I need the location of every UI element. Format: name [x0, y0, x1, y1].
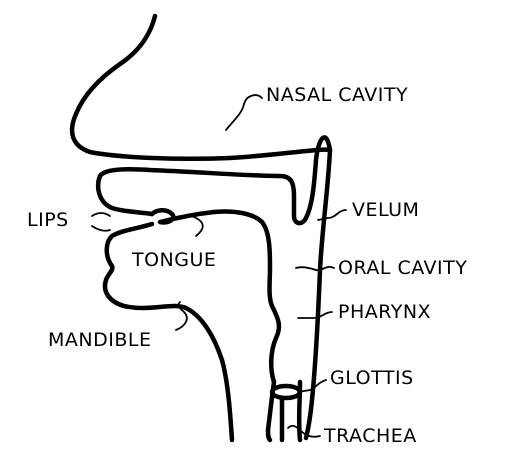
label-nasal-cavity: NASAL CAVITY — [266, 84, 408, 106]
label-velum: VELUM — [352, 199, 419, 221]
pointer-lips — [92, 213, 110, 231]
glottis-ring — [272, 386, 300, 398]
tongue-surface — [152, 210, 279, 382]
label-pharynx: PHARYNX — [338, 301, 431, 323]
label-mandible: MANDIBLE — [48, 329, 151, 351]
upper-lip-outer — [98, 176, 152, 214]
label-glottis: GLOTTIS — [330, 367, 414, 389]
pointer-oral-cavity — [296, 267, 334, 270]
pointer-nasal-cavity — [226, 95, 262, 130]
pointer-trachea — [288, 426, 320, 437]
label-tongue: TONGUE — [131, 249, 216, 271]
label-trachea: TRACHEA — [323, 425, 417, 447]
label-lips: LIPS — [27, 209, 69, 231]
pointer-velum — [318, 210, 346, 220]
pointer-pharynx — [298, 312, 332, 318]
pharynx-back-wall — [306, 150, 330, 438]
label-oral-cavity: ORAL CAVITY — [338, 257, 467, 279]
